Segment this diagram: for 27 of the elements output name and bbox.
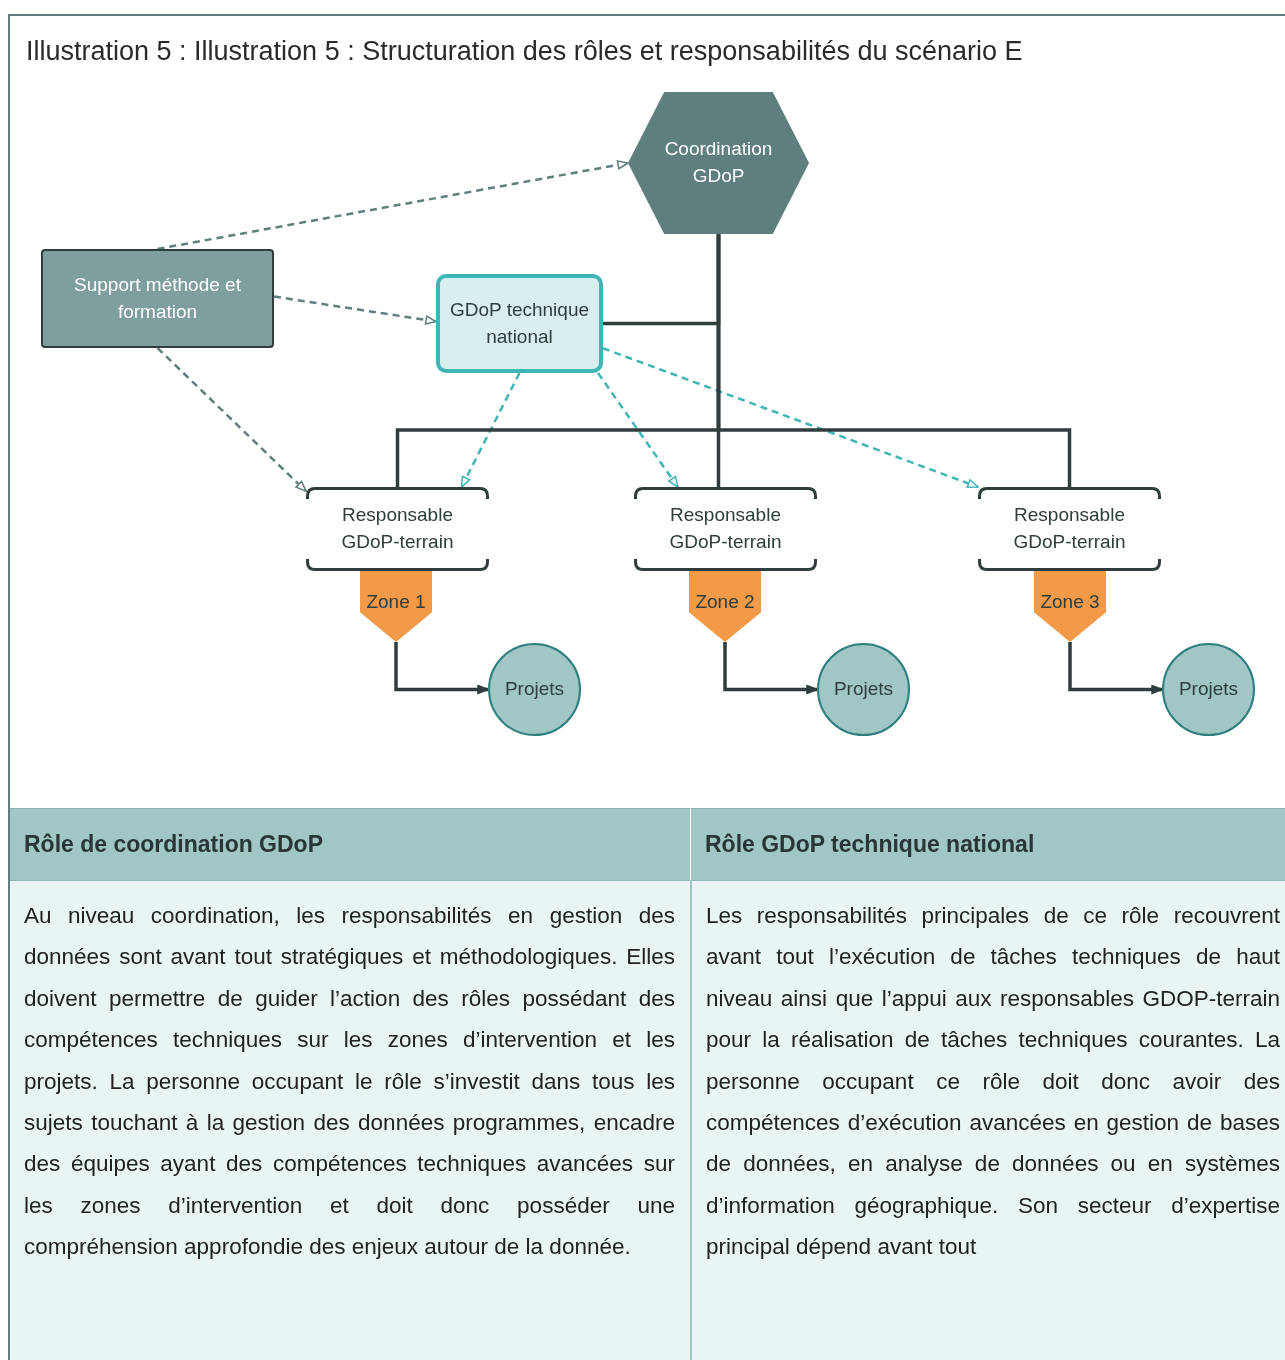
circle-node: Projets [817, 643, 910, 736]
arrow [157, 160, 629, 251]
body-paragraph: Au niveau coordination, les responsabilités en gestion des données sont avant tout stratégiques et méthodologiques. Elles doivent permettre de guider l’action des rôles possédant des compétences techniques sur les zones d’intervention et les projets. La personne occupant le rôle s’investit dans tous les sujets touchant à la gestion des données programmes, encadre des équipes ayant des compétences techniques avancées sur les zones d’intervention et doit donc posséder une compréhension approfondie des enjeux autour de la donnée. [24, 902, 675, 1262]
arrow [460, 372, 521, 488]
role-box: Responsable GDoP-terrain [634, 487, 817, 571]
zone-pentagon: Zone 2 [689, 571, 761, 642]
hexagon-node: Coordination GDoP [628, 92, 809, 234]
arrow [602, 347, 979, 489]
connector-line [716, 234, 1072, 487]
arrow [273, 295, 437, 325]
arrow [156, 347, 307, 493]
diagram-title: Illustration 5 : Illustration 5 : Structuration des rôles et responsabilités du scénario E [26, 36, 1023, 67]
role-box: Responsable GDoP-terrain [306, 487, 489, 571]
zone-pentagon: Zone 3 [1034, 571, 1106, 642]
column-header: Rôle de coordination GDoP [10, 808, 690, 881]
arrow [1068, 642, 1163, 695]
column-header: Rôle GDoP technique national [690, 808, 1285, 881]
process-box: GDoP technique national [436, 274, 603, 373]
circle-node: Projets [488, 643, 581, 736]
zone-pentagon: Zone 1 [360, 571, 432, 642]
arrow [723, 642, 818, 695]
body-paragraph: Les responsabilités principales de ce rôle recouvrent avant tout l’exécution de tâches techniques de haut niveau ainsi que l’appui aux responsables GDOP-terrain pour la réalisation de tâches techniques courantes. La personne occupant ce rôle doit donc avoir des compétences d’exécution avancées en gestion de bases de données, en analyse de données ou en systèmes d’information géographique. Son secteur d’expertise principal dépend avant tout [706, 902, 1280, 1262]
arrow [394, 642, 489, 695]
circle-node: Projets [1162, 643, 1255, 736]
arrow [596, 372, 679, 488]
role-box: Responsable GDoP-terrain [978, 487, 1161, 571]
process-box: Support méthode et formation [41, 249, 274, 348]
